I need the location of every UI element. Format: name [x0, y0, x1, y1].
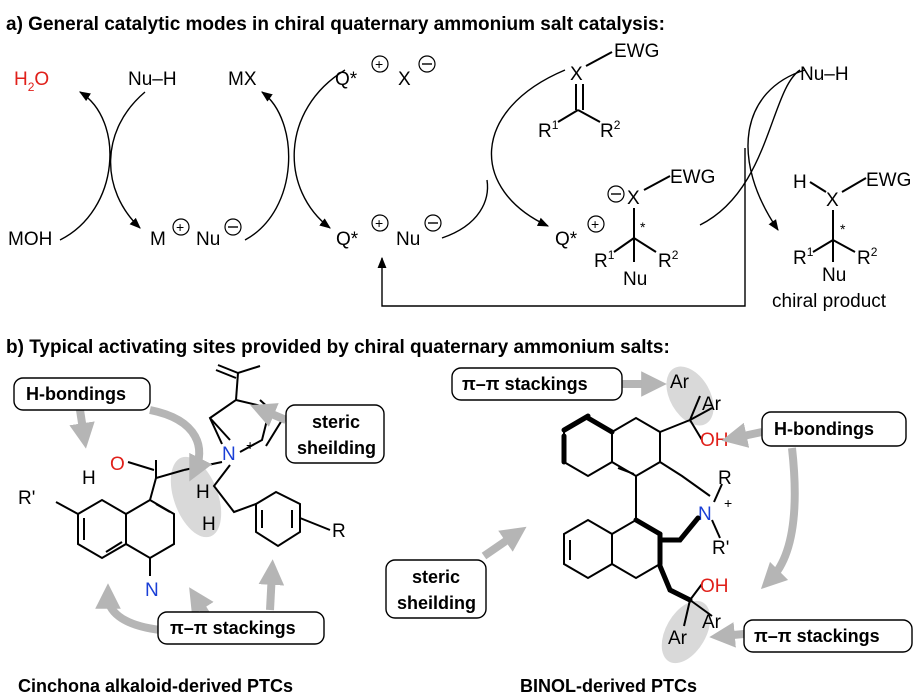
x-anion-label: X: [398, 69, 411, 90]
binol-n-plus: +: [724, 495, 732, 511]
oh-bottom: OH: [700, 576, 729, 597]
substrate-r2: R2: [600, 118, 621, 142]
nu-label: Nu: [196, 229, 220, 250]
ar-bottom-1: Ar: [668, 628, 688, 649]
steric-label-1: steric: [312, 412, 360, 432]
water-label: H2O: [14, 69, 49, 94]
arrow-to-product: [747, 69, 806, 231]
steric-right-box: [385, 559, 487, 619]
hydroxyl-o: O: [110, 454, 125, 475]
q-nu-label: Q*: [336, 229, 359, 250]
catalyst-return-arrow: [377, 148, 746, 307]
nu-label-2: Nu: [396, 229, 420, 250]
quinoline-r-prime: R': [18, 488, 35, 509]
adduct-nu: Nu: [623, 269, 647, 290]
adduct-r2: R2: [658, 248, 679, 272]
arc-connector: [441, 179, 489, 239]
pi-top-box: [451, 367, 623, 401]
pi-stacking-box: [157, 611, 325, 645]
adduct-ewg: EWG: [670, 167, 715, 188]
ch2-h-bottom: H: [202, 514, 216, 535]
benzyl-r: R: [332, 521, 346, 542]
binol-n: N: [698, 504, 712, 525]
oh-top: OH: [700, 430, 729, 451]
ar-top-1: Ar: [670, 372, 690, 393]
nucleophile-label-2: Nu–H: [800, 64, 849, 85]
adduct-x: X: [627, 188, 640, 209]
ar-highlight-bottom: [661, 600, 711, 664]
cinchona-structure: N + H H R O H R' N: [13, 364, 385, 696]
ar-top-2: Ar: [702, 394, 722, 415]
steric-box: [285, 404, 385, 464]
m-label: M: [150, 229, 166, 250]
h-bondings-right-label: H-bondings: [774, 419, 874, 439]
section-b-header: b) Typical activating sites provided by …: [6, 337, 670, 358]
plus-sign-4: +: [591, 216, 599, 232]
arrow-to-mx: [244, 91, 290, 241]
adduct-q: Q*: [555, 229, 578, 250]
h-bondings-right-box: [761, 411, 907, 447]
quinoline-n: N: [145, 580, 159, 601]
arrow-to-q-nu: [293, 69, 346, 229]
nucleophile-label: Nu–H: [128, 69, 177, 90]
pi-bottom-box: [743, 619, 913, 653]
h-bondings-label: H-bondings: [26, 384, 126, 404]
steric-right-label-1: steric: [412, 567, 460, 587]
stereo-star-2: *: [840, 221, 846, 237]
product-h: H: [793, 172, 807, 193]
adduct-r1: R1: [594, 248, 615, 272]
pi-top-label: π–π stackings: [462, 374, 588, 394]
quaternary-n: N: [222, 444, 236, 465]
cinchona-caption: Cinchona alkaloid-derived PTCs: [18, 676, 293, 696]
stereo-star: *: [640, 219, 646, 235]
plus-sign: +: [176, 219, 184, 235]
q-x-label: Q*: [335, 69, 358, 90]
n-plus: +: [246, 437, 254, 453]
pi-stacking-label: π–π stackings: [170, 618, 296, 638]
plus-charge-icon: [172, 218, 190, 236]
pi-bottom-label: π–π stackings: [754, 626, 880, 646]
ar-bottom-2: Ar: [702, 612, 722, 633]
binol-r-prime: R': [712, 538, 729, 559]
mx-label: MX: [228, 69, 257, 90]
arc-right-up: [699, 69, 801, 226]
substrate-x: X: [570, 64, 583, 85]
steric-right-label-2: sheilding: [397, 593, 476, 613]
metal-hydroxide-label: MOH: [8, 229, 52, 250]
ar-highlight-top: [666, 366, 714, 426]
arrow-to-adduct: [490, 69, 566, 227]
arrow-to-water: [59, 91, 111, 241]
plus-sign-2: +: [375, 56, 383, 72]
product-x: X: [826, 190, 839, 211]
hydroxyl-h: H: [82, 468, 96, 489]
product-nu: Nu: [822, 265, 846, 286]
h-bondings-box: [13, 377, 151, 411]
minus-charge-icon: [224, 218, 242, 236]
steric-label-2: sheilding: [297, 438, 376, 458]
plus-sign-3: +: [375, 215, 383, 231]
section-a-header: a) General catalytic modes in chiral qua…: [6, 14, 665, 35]
binol-structure: Ar Ar OH N + R R' OH Ar Ar: [385, 366, 913, 696]
substrate-r1: R1: [538, 118, 559, 142]
binol-caption: BINOL-derived PTCs: [520, 676, 697, 696]
substrate-ewg: EWG: [614, 41, 659, 62]
arrow-to-m-nu: [109, 91, 146, 229]
ch2-h-top: H: [196, 482, 210, 503]
product-ewg: EWG: [866, 170, 911, 191]
product-r1: R1: [793, 245, 814, 269]
product-r2: R2: [857, 245, 878, 269]
catalytic-cycle: H2O Nu–H MOH M + Nu MX Q* + X Q* + Nu: [8, 41, 911, 312]
chiral-product-label: chiral product: [772, 291, 887, 312]
binol-r: R: [718, 468, 732, 489]
